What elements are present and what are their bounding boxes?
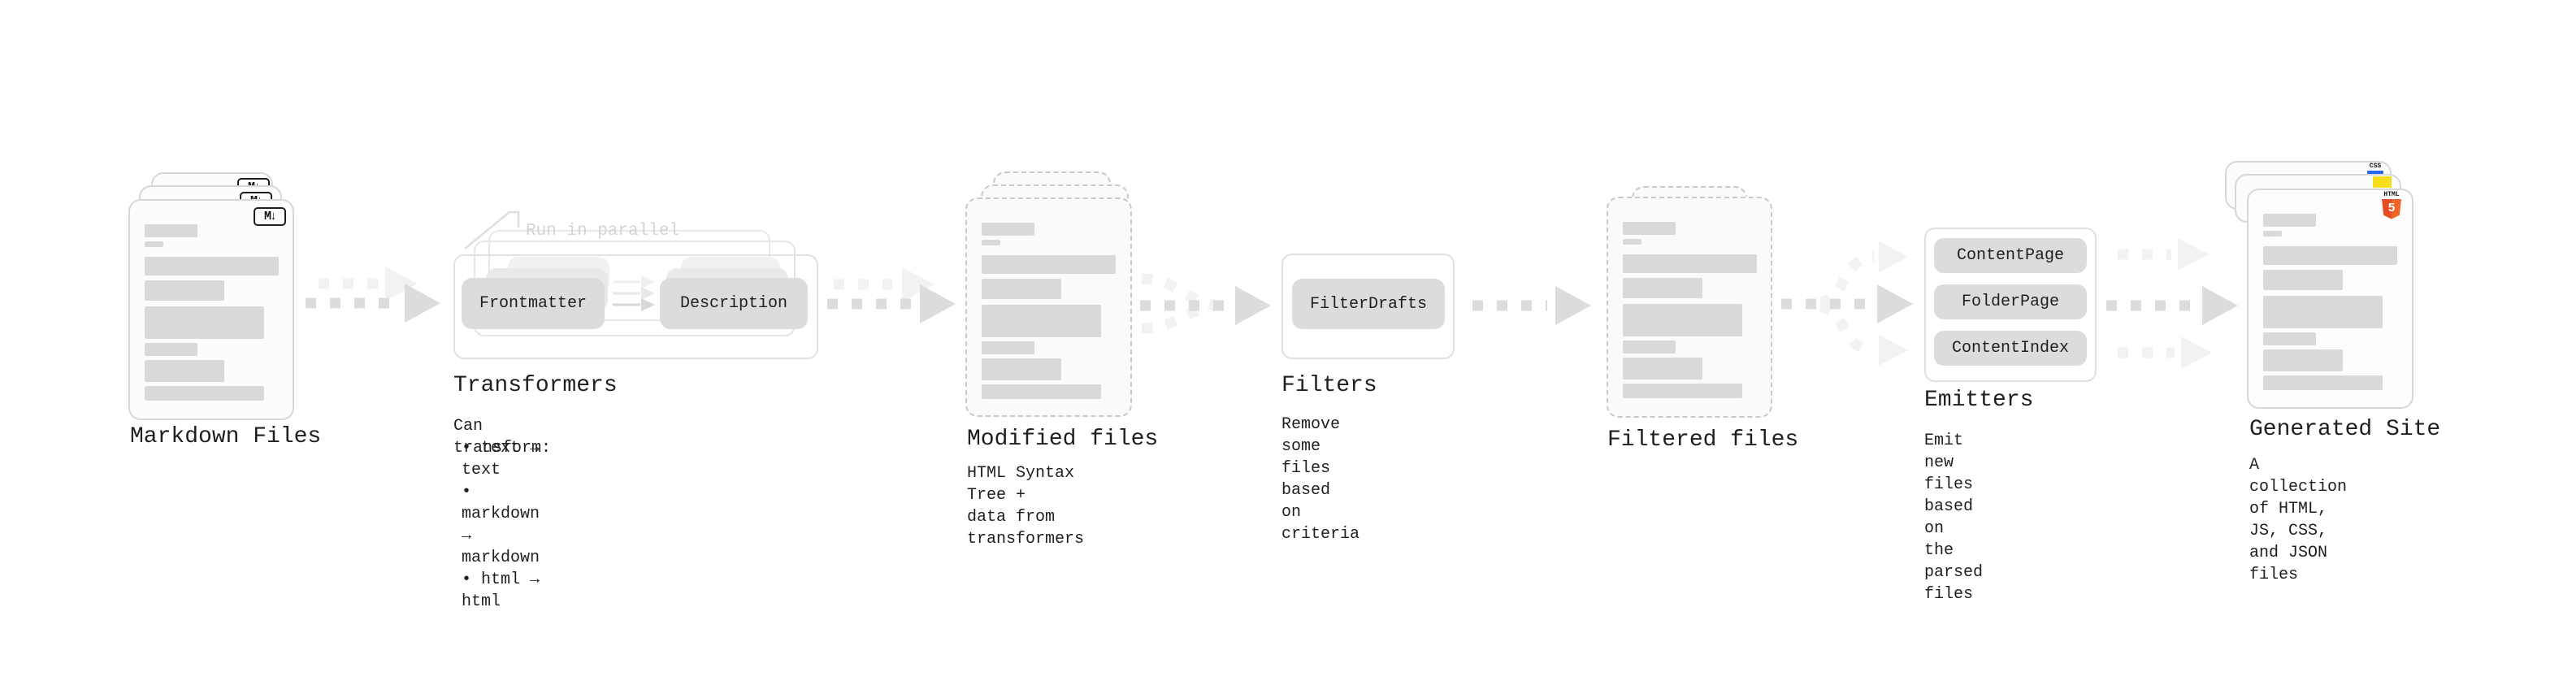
- placeholder-text-bars: [2249, 190, 2412, 407]
- html5-shield: 5: [2382, 199, 2401, 219]
- css-icon-underline: [2367, 171, 2383, 174]
- arrow-filters-to-filtered: [1472, 286, 1591, 325]
- markdown-files-label: Markdown Files: [130, 424, 322, 449]
- html5-icon: HTML 5: [2381, 192, 2402, 220]
- contentindex-pill: ContentIndex: [1934, 331, 2087, 366]
- placeholder-text-bars: [1608, 198, 1771, 416]
- filters-heading: Filters: [1281, 373, 1377, 398]
- emitters-description: Emit new files based on the parsed files: [1924, 432, 1984, 604]
- markdown-file-card-front: [128, 199, 294, 420]
- html5-wordmark: HTML: [2383, 191, 2400, 198]
- modified-files-label: Modified files: [967, 427, 1159, 452]
- modified-file-card-front: [965, 197, 1132, 417]
- frontmatter-pill: Frontmatter: [462, 278, 605, 329]
- css-icon: CSS: [2366, 163, 2384, 174]
- placeholder-text-bars: [130, 201, 293, 419]
- arrow-filtered-to-emitters: [1781, 241, 1913, 366]
- css-icon-label: CSS: [2369, 163, 2382, 170]
- transformers-heading: Transformers: [453, 373, 618, 398]
- run-in-parallel-annotation: Run in parallel: [526, 222, 680, 241]
- filtered-files-label: Filtered files: [1607, 427, 1799, 453]
- generated-site-description: A collection of HTML, JS, CSS, and JSON …: [2249, 456, 2348, 584]
- arrow-markdown-to-transformers: [306, 267, 440, 323]
- arrow-transformers-to-modified: [827, 267, 956, 323]
- arrow-modified-to-filters: [1140, 273, 1271, 334]
- js-icon: [2373, 176, 2392, 188]
- html-file-card: [2247, 189, 2413, 409]
- bullet-item: text → text: [462, 437, 540, 481]
- filterdrafts-pill: FilterDrafts: [1292, 279, 1445, 329]
- bullet-item: markdown → markdown: [462, 481, 540, 569]
- contentpage-pill: ContentPage: [1934, 238, 2087, 273]
- filtered-file-card-front: [1607, 197, 1772, 418]
- markdown-icon: M↓: [254, 207, 286, 226]
- placeholder-text-bars: [967, 199, 1130, 415]
- arrow-emitters-to-generated: [2106, 238, 2238, 369]
- transformer-layer-front: [453, 254, 818, 359]
- transformers-bullet-list: text → text markdown → markdown html → h…: [462, 437, 540, 613]
- folderpage-pill: FolderPage: [1934, 284, 2087, 319]
- description-pill: Description: [660, 278, 808, 329]
- filters-description: Remove some files based on criteria: [1281, 415, 1360, 544]
- bullet-item: html → html: [462, 569, 540, 613]
- html5-number: 5: [2387, 201, 2396, 215]
- emitters-heading: Emitters: [1924, 388, 2034, 413]
- generated-site-label: Generated Site: [2249, 417, 2441, 442]
- modified-files-description: HTML Syntax Tree + data from transformer…: [967, 464, 1085, 549]
